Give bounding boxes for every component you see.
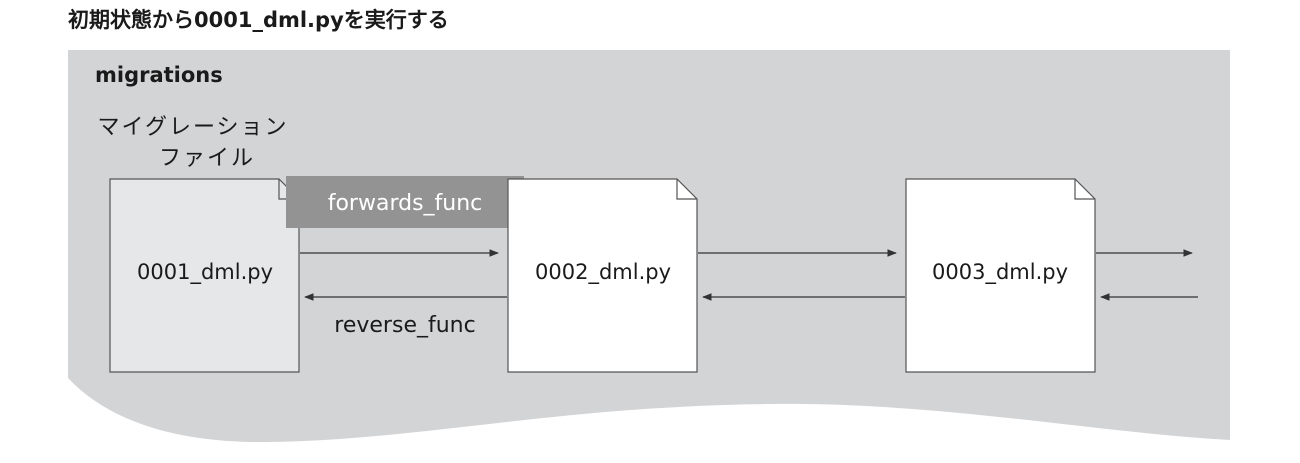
file-name: 0002_dml.py	[535, 260, 671, 285]
migration-files-caption-line1: マイグレーション	[97, 115, 288, 140]
file-name: 0003_dml.py	[932, 260, 1068, 285]
file-name: 0001_dml.py	[137, 260, 273, 285]
reverse-func-label: reverse_func	[334, 313, 475, 338]
migration-file-0003: 0003_dml.py	[905, 178, 1096, 373]
migration-file-0001: 0001_dml.py	[109, 178, 300, 373]
migration-file-0002: 0002_dml.py	[507, 178, 698, 373]
file-icon	[109, 178, 300, 373]
file-icon	[905, 178, 1096, 373]
migration-files-caption-line2: ファイル	[159, 146, 255, 171]
migrations-folder-label: migrations	[95, 63, 223, 87]
forwards-func-label-bg	[286, 176, 524, 228]
page-title: 初期状態から0001_dml.pyを実行する	[68, 8, 449, 32]
forwards-func-label-text: forwards_func	[328, 191, 483, 216]
forwards-func-label: forwards_func	[286, 176, 524, 228]
file-fold-corner	[1074, 179, 1095, 200]
file-icon	[507, 178, 698, 373]
file-fold-corner	[676, 179, 697, 200]
